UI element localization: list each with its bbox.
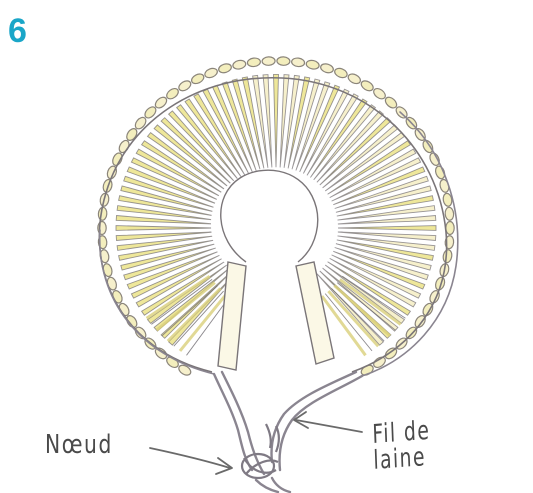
left-arm-cap	[218, 262, 246, 370]
yarn-loop	[165, 86, 180, 100]
step-number: 6	[8, 14, 27, 48]
yarn-strand	[274, 74, 279, 167]
yarn-loop	[359, 79, 374, 93]
yarn-strand	[116, 232, 214, 241]
yarn-loop	[125, 127, 139, 142]
yarn-loop	[347, 72, 362, 85]
yarn-loop	[190, 72, 205, 85]
yarn-loop	[204, 67, 219, 80]
yarn-strand	[263, 75, 272, 168]
yarn-strand	[338, 232, 436, 241]
right-arm-cap	[296, 262, 334, 364]
yarn-loop	[442, 249, 452, 263]
yarn-loop	[445, 207, 454, 221]
yarn-strand	[116, 226, 214, 231]
yarn-loop	[218, 62, 233, 74]
yarn-strand	[280, 75, 289, 168]
yarn-loop	[305, 59, 319, 70]
yarn-loop	[262, 57, 275, 66]
knot-label: Nœud	[45, 432, 113, 458]
yarn-loop	[320, 62, 335, 74]
yarn-strand	[338, 226, 436, 231]
pompom-maker-ring-icon	[99, 74, 446, 376]
yarn-strand	[338, 216, 436, 225]
yarn-loop	[247, 57, 261, 67]
yarn-loop	[177, 79, 192, 93]
yarn-loop	[333, 67, 348, 80]
yarn-loop	[232, 59, 246, 70]
yarn-loop	[291, 57, 305, 67]
yarn-loop	[277, 57, 290, 66]
yarn-loop	[372, 86, 387, 100]
yarn-strand	[116, 216, 214, 225]
thread-label: Fil de laine	[372, 414, 490, 474]
yarn-loop	[446, 222, 454, 235]
